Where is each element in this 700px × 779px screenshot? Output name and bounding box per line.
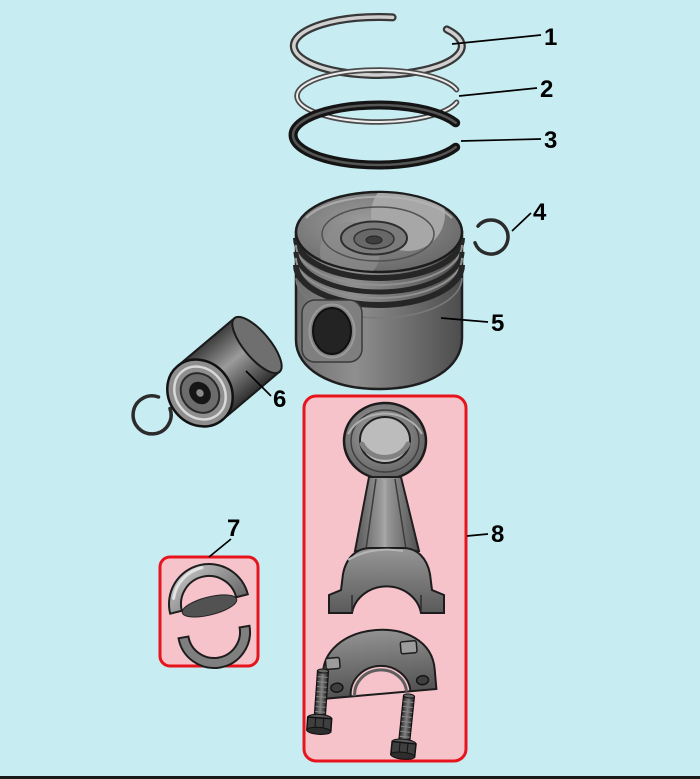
connecting-rod-assembly xyxy=(306,401,445,760)
leader-lines xyxy=(208,34,542,558)
piston-pin-bore-hole xyxy=(312,307,352,355)
leader-line-5 xyxy=(440,317,489,323)
combustion-bowl xyxy=(340,220,408,256)
part-label-8[interactable]: 8 xyxy=(491,521,504,548)
leader-line-6 xyxy=(245,370,272,397)
rod-bolt-right xyxy=(389,693,417,760)
piston-ring-grooves xyxy=(293,237,465,319)
piston-ring-oil xyxy=(288,100,461,170)
leader-line-3 xyxy=(460,138,542,142)
leader-line-2 xyxy=(458,87,538,97)
part-labels: 1 2 3 4 5 6 7 8 xyxy=(227,24,557,548)
piston-crown-machining xyxy=(321,206,435,262)
piston xyxy=(293,190,465,391)
piston-pin-face xyxy=(166,358,234,428)
leader-line-7 xyxy=(208,538,232,558)
part-label-5[interactable]: 5 xyxy=(491,310,504,337)
piston-pin-far-end xyxy=(231,315,283,375)
part-label-4[interactable]: 4 xyxy=(533,199,547,226)
pin-circlip-right xyxy=(473,218,510,256)
leader-line-8 xyxy=(466,533,489,537)
rod-big-end xyxy=(328,547,445,614)
piston-pin xyxy=(166,315,283,428)
bearing-shell-upper xyxy=(168,563,250,618)
bottom-border xyxy=(0,776,700,779)
connecting-rod xyxy=(328,401,445,614)
part-label-1[interactable]: 1 xyxy=(544,24,557,51)
part-label-3[interactable]: 3 xyxy=(544,127,557,154)
leader-line-1 xyxy=(451,34,542,45)
piston-ring-second xyxy=(294,67,460,125)
bearing-shells xyxy=(168,563,251,669)
bearing-cap xyxy=(322,628,438,700)
part-label-6[interactable]: 6 xyxy=(273,386,286,413)
piston-crown-highlight xyxy=(305,195,453,219)
part-label-7[interactable]: 7 xyxy=(227,515,240,542)
bearing-shell-lower xyxy=(177,624,251,669)
pin-circlip-left xyxy=(131,394,173,436)
piston-ring-top xyxy=(289,12,466,79)
rod-bolt-left xyxy=(306,668,333,735)
leader-line-4 xyxy=(511,212,532,232)
part-label-2[interactable]: 2 xyxy=(540,76,553,103)
piston-pin-bore-rim xyxy=(308,303,356,359)
rod-small-end-bore xyxy=(359,416,411,464)
